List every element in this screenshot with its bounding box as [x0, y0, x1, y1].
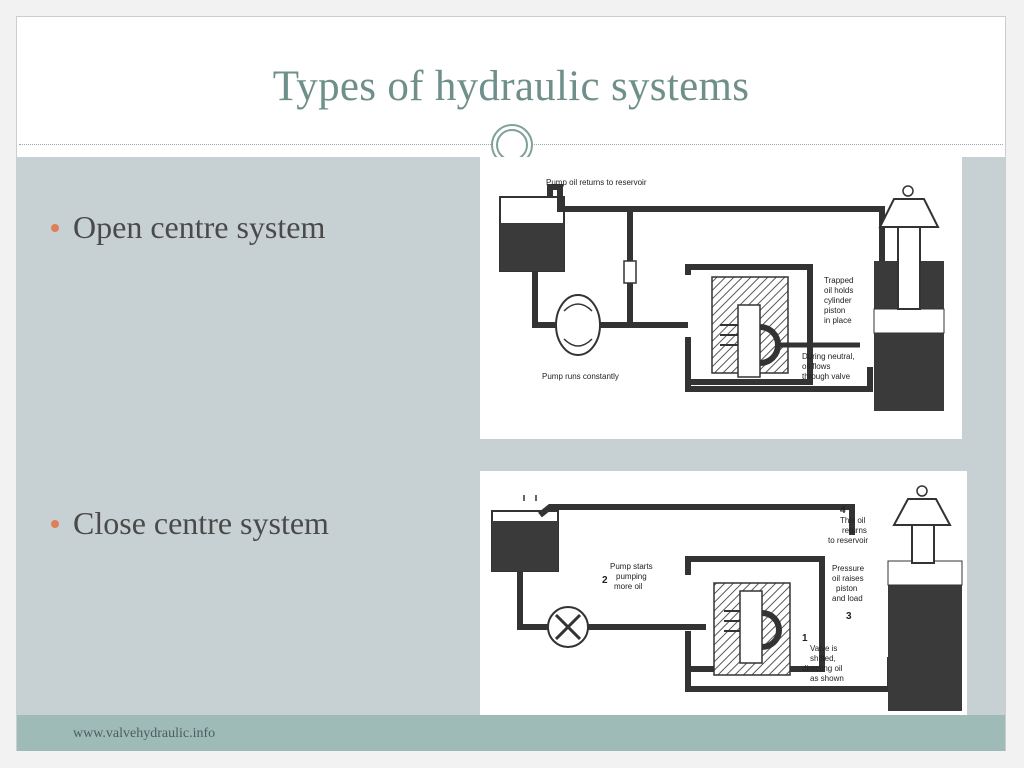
bullet-open-centre: Open centre system	[51, 209, 325, 246]
label-neutral-1: During neutral,	[802, 352, 854, 361]
label-trapped-3: cylinder	[824, 296, 852, 305]
label-valve-1: Valve is	[810, 644, 837, 653]
footer-url: www.valvehydraulic.info	[73, 726, 216, 741]
load-icon	[878, 198, 940, 228]
label-trapped-2: oil holds	[824, 286, 853, 295]
label-num-4: 4	[840, 505, 846, 516]
pump-icon	[555, 294, 601, 356]
label-valve-3: directing oil	[802, 664, 843, 673]
slide: Types of hydraulic systems Open centre s…	[16, 16, 1006, 751]
relief-valve-icon	[623, 260, 637, 284]
label-pressure-2: oil raises	[832, 574, 864, 583]
label-num-2: 2	[602, 575, 608, 586]
label-pressure-4: and load	[832, 594, 863, 603]
footer-band	[17, 715, 1005, 751]
label-pump-starts-3: more oil	[614, 582, 643, 591]
content-area: Open centre system Close centre system	[17, 157, 1005, 717]
closed-centre-diagram: Pump starts pumping more oil 2 This oil …	[480, 471, 967, 717]
label-trapped-5: in place	[824, 316, 852, 325]
label-returns-2: returns	[842, 526, 867, 535]
label-valve-2: shifted,	[810, 654, 836, 663]
bullet-close-centre-text: Close centre system	[73, 505, 329, 541]
title-area: Types of hydraulic systems	[17, 17, 1005, 145]
label-pump-runs: Pump runs constantly	[542, 372, 619, 381]
open-centre-diagram: Pump oil returns to reservoir Pump runs …	[480, 157, 962, 439]
label-num-3: 3	[846, 611, 852, 622]
label-returns-3: to reservoir	[828, 536, 868, 545]
label-trapped-1: Trapped	[824, 276, 854, 285]
label-valve-4: as shown	[810, 674, 844, 683]
label-num-1: 1	[802, 633, 808, 644]
label-pump-oil-returns: Pump oil returns to reservoir	[546, 178, 647, 187]
label-pump-starts-2: pumping	[616, 572, 647, 581]
bullet-dot-icon	[51, 223, 59, 232]
bullet-open-centre-text: Open centre system	[73, 209, 326, 245]
label-returns-1: This oil	[840, 516, 866, 525]
load-icon	[892, 498, 952, 526]
label-pump-starts-1: Pump starts	[610, 562, 653, 571]
slide-title: Types of hydraulic systems	[272, 63, 750, 110]
label-pressure-3: piston	[836, 584, 857, 593]
label-neutral-3: through valve	[802, 372, 851, 381]
label-trapped-4: piston	[824, 306, 845, 315]
label-pressure-1: Pressure	[832, 564, 865, 573]
bullet-dot-icon	[51, 519, 59, 528]
label-neutral-2: oil flows	[802, 362, 830, 371]
bullet-close-centre: Close centre system	[51, 505, 329, 542]
